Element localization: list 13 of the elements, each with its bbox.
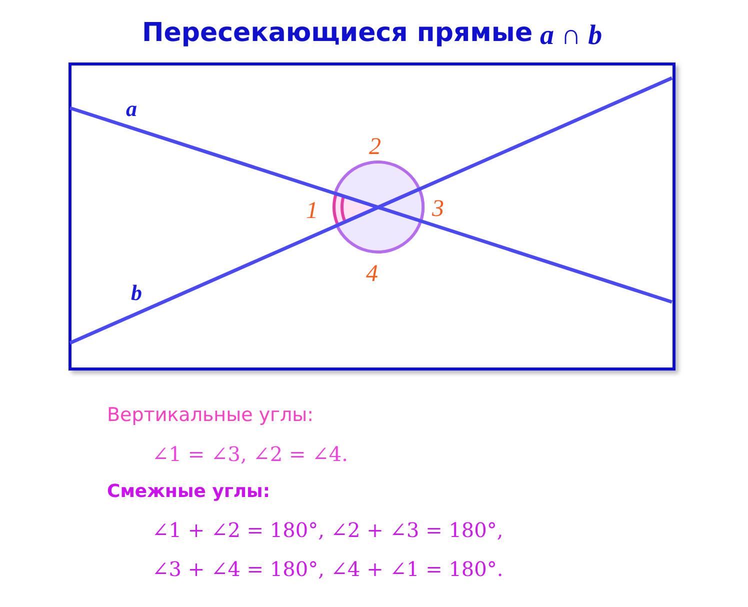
line-label: a (126, 96, 137, 122)
angle-number: 3 (432, 196, 444, 223)
angle-number: 2 (369, 134, 381, 161)
title: Пересекающиеся прямые (142, 18, 533, 48)
line-label: b (131, 280, 142, 306)
intersection-notation: a ∩ b (540, 20, 602, 52)
equation: ∠3 + ∠4 = 180°, ∠4 + ∠1 = 180°. (152, 557, 504, 581)
angle-number: 1 (306, 198, 318, 225)
equation: ∠1 + ∠2 = 180°, ∠2 + ∠3 = 180°, (152, 518, 504, 542)
equation: ∠1 = ∠3, ∠2 = ∠4. (152, 442, 348, 466)
heading-text: Смежные углы: (107, 481, 270, 502)
angle-number: 4 (366, 261, 378, 288)
heading-text: Вертикальные углы: (107, 404, 314, 426)
